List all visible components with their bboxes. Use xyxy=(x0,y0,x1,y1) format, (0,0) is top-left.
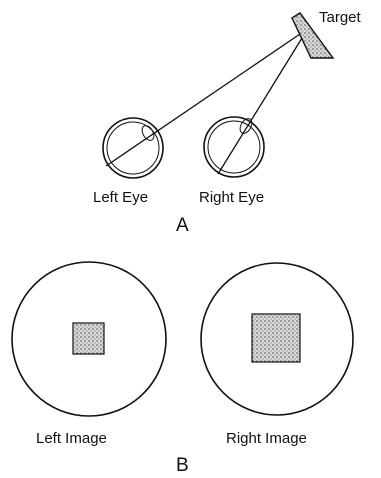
panel-a-label: A xyxy=(176,215,189,236)
panel-b: Left Image Right Image B xyxy=(12,262,353,476)
target-label: Target xyxy=(319,9,362,26)
right-eye-label: Right Eye xyxy=(199,189,264,206)
right-image-square xyxy=(252,314,300,362)
right-image-label: Right Image xyxy=(226,430,307,447)
panel-a: Target Left Eye Right Eye A xyxy=(93,9,362,236)
left-eye-sight-line xyxy=(106,34,300,166)
right-eye xyxy=(204,117,264,177)
left-image-square xyxy=(73,323,104,354)
right-image xyxy=(201,263,353,415)
panel-b-label: B xyxy=(176,455,189,476)
right-eye-sight-line xyxy=(218,38,302,174)
left-image-label: Left Image xyxy=(36,430,107,447)
left-eye-label: Left Eye xyxy=(93,189,148,206)
left-image xyxy=(12,262,166,416)
